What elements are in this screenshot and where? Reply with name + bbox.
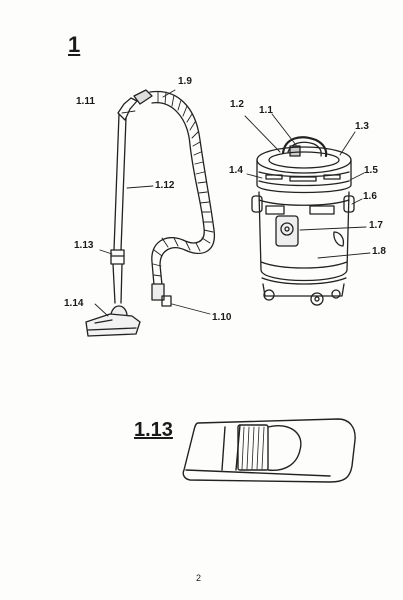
callout-1-8: 1.8 bbox=[372, 246, 386, 257]
callout-1-13: 1.13 bbox=[74, 240, 94, 251]
floor-nozzle bbox=[85, 305, 141, 337]
callout-1-10: 1.10 bbox=[212, 312, 232, 323]
page-number: 2 bbox=[196, 573, 202, 583]
callout-1-11: 1.11 bbox=[76, 96, 95, 107]
suction-wand bbox=[110, 97, 138, 304]
callout-1-1: 1.1 bbox=[259, 105, 273, 116]
crevice-tool-drawing bbox=[182, 418, 356, 483]
callout-1-4: 1.4 bbox=[229, 165, 243, 176]
callout-leaders bbox=[94, 89, 371, 317]
detail-number: 1.13 bbox=[134, 419, 173, 441]
callout-1-2: 1.2 bbox=[230, 99, 244, 110]
callout-1-9: 1.9 bbox=[178, 76, 192, 87]
figure-number: 1 bbox=[68, 32, 81, 57]
flexible-hose bbox=[149, 90, 215, 307]
callout-1-12: 1.12 bbox=[155, 180, 175, 191]
canister-body bbox=[251, 136, 355, 306]
callout-1-7: 1.7 bbox=[369, 220, 383, 231]
callout-1-5: 1.5 bbox=[364, 165, 378, 176]
callout-1-6: 1.6 bbox=[363, 191, 377, 202]
callout-1-14: 1.14 bbox=[64, 298, 84, 309]
hose-connector bbox=[133, 89, 153, 105]
callout-1-3: 1.3 bbox=[355, 121, 369, 132]
